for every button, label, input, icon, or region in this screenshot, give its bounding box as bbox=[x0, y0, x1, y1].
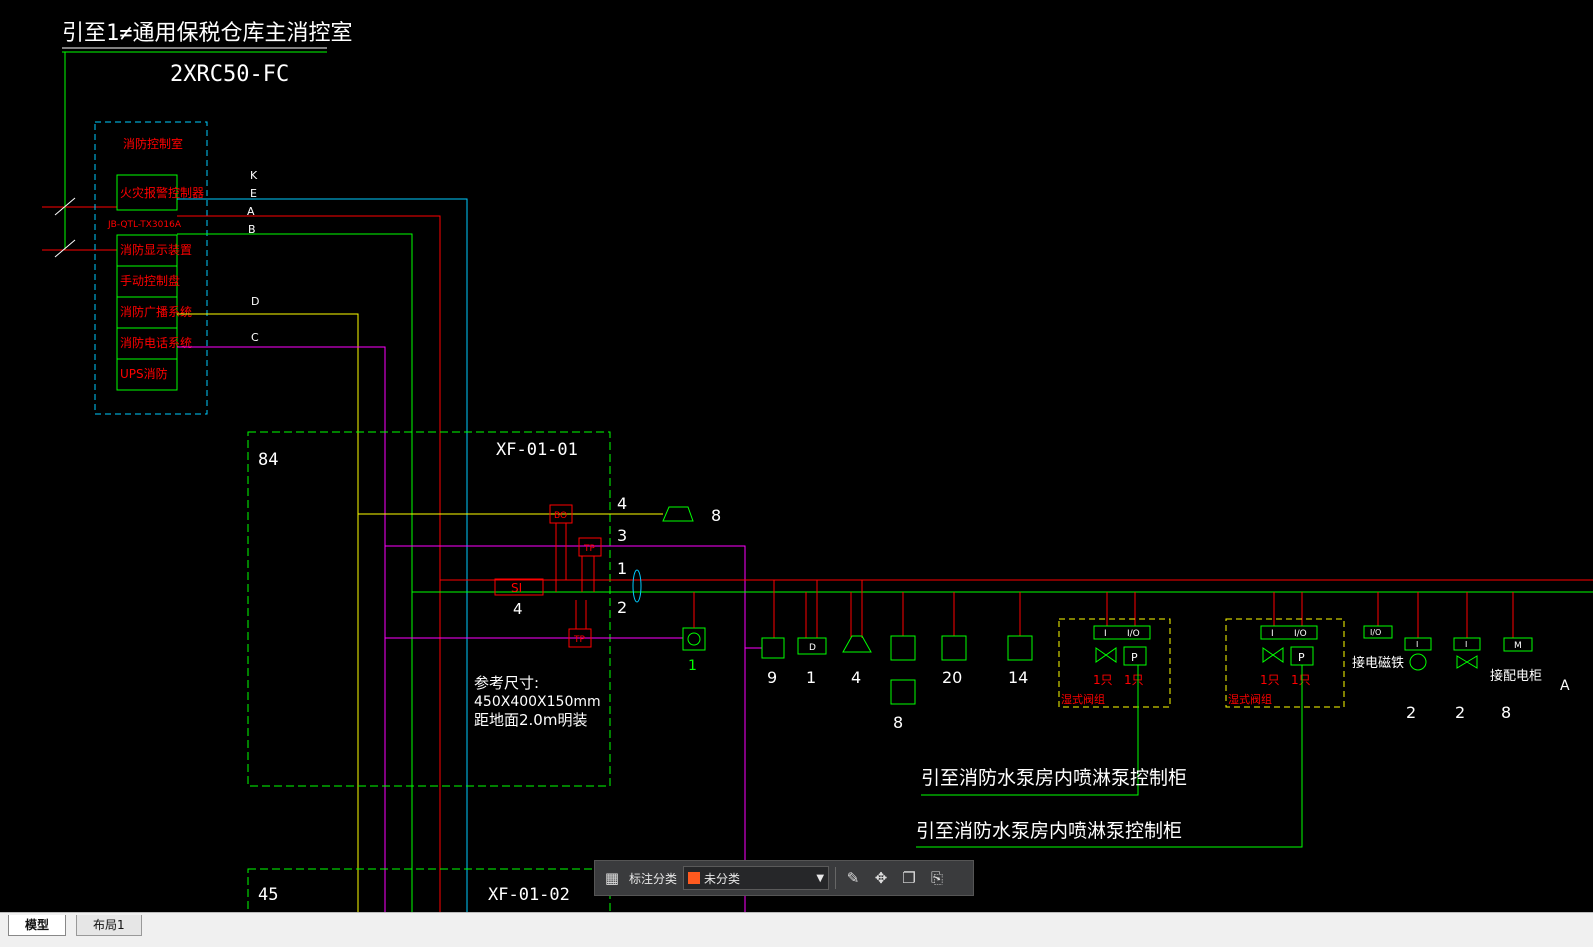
copy-icon[interactable]: ❐ bbox=[902, 869, 916, 887]
device-symbols bbox=[761, 635, 1033, 705]
svg-text:I/O: I/O bbox=[1294, 629, 1307, 639]
isolator-count: 4 bbox=[513, 600, 523, 618]
drawing-title: 引至1≠通用保税仓库主消控室 bbox=[62, 21, 353, 46]
annotation-toolbar: ▦ 标注分类 未分类 ▼ ✎ ✥ ❐ ⎘ bbox=[594, 860, 974, 896]
letter-e: E bbox=[250, 187, 257, 200]
rd2-count: 2 bbox=[1406, 703, 1416, 722]
layout-tab-bar: 模型 布局1 bbox=[0, 912, 1593, 947]
module-phone: 消防电话系统 bbox=[120, 335, 192, 350]
rd1-label: 接电磁铁 bbox=[1352, 655, 1404, 671]
valve1-label: 湿式阀组 bbox=[1061, 692, 1105, 706]
category-select[interactable]: 未分类 ▼ bbox=[683, 866, 830, 890]
chevron-down-icon: ▼ bbox=[816, 872, 825, 884]
valve2-label: 湿式阀组 bbox=[1228, 692, 1272, 706]
toolbar-separator bbox=[835, 867, 837, 889]
rd4-label: 接配电柜 bbox=[1490, 668, 1542, 684]
rd1-tag: I/O bbox=[1370, 628, 1381, 637]
valve2-count2: 1只 bbox=[1291, 673, 1311, 687]
device-count-alarm: 4 bbox=[851, 668, 861, 687]
letter-b: B bbox=[248, 223, 256, 236]
speaker-symbol bbox=[662, 506, 694, 522]
line-number-3: 3 bbox=[617, 526, 627, 545]
letter-k: K bbox=[250, 169, 258, 182]
rd3-tag: I bbox=[1465, 640, 1467, 649]
junction-box-1 bbox=[247, 431, 611, 787]
rd4-count: 8 bbox=[1501, 703, 1511, 722]
svg-text:D: D bbox=[809, 643, 816, 653]
module-manual: 手动控制盘 bbox=[120, 273, 180, 288]
valve1-count2: 1只 bbox=[1124, 673, 1144, 687]
module-broadcast: 消防广播系统 bbox=[120, 304, 192, 319]
box1-note3: 距地面2.0m明装 bbox=[474, 711, 587, 729]
box2-label: XF-01-02 bbox=[488, 885, 570, 905]
tab-layout1[interactable]: 布局1 bbox=[76, 915, 142, 936]
phone-symbol bbox=[682, 627, 706, 651]
letter-a: A bbox=[247, 205, 255, 218]
device-count-heat: 8 bbox=[893, 713, 903, 732]
rd4-tag: M bbox=[1514, 641, 1522, 651]
svg-text:P: P bbox=[1298, 651, 1305, 664]
line-letters: K E A B D C bbox=[247, 169, 259, 344]
paste-icon[interactable]: ⎘ bbox=[931, 869, 944, 887]
box1-note1: 参考尺寸: bbox=[474, 674, 539, 692]
module-display: 消防显示装置 bbox=[120, 242, 192, 257]
module-tp1: TP bbox=[583, 544, 595, 554]
device-count-manual: 20 bbox=[942, 668, 962, 687]
letter-d: D bbox=[251, 295, 259, 308]
device-counts: 9 1 4 8 20 14 bbox=[767, 668, 1028, 732]
box1-note2: 450X400X150mm bbox=[474, 694, 601, 710]
panel-model: JB-QTL-TX3016A bbox=[107, 220, 182, 230]
grid-icon[interactable]: ▦ bbox=[604, 869, 620, 887]
svg-text:I: I bbox=[1104, 629, 1107, 639]
module-si: SI bbox=[511, 581, 522, 595]
svg-text:P: P bbox=[1131, 651, 1138, 664]
category-color-swatch bbox=[688, 872, 701, 884]
control-room-frame bbox=[94, 121, 208, 415]
rd2-tag: I bbox=[1416, 640, 1418, 649]
speaker-count: 8 bbox=[711, 506, 721, 525]
junction-box-2 bbox=[247, 868, 611, 912]
tab-model[interactable]: 模型 bbox=[8, 915, 67, 936]
move-icon[interactable]: ✥ bbox=[874, 869, 888, 887]
line-numbers: 4 3 1 2 bbox=[617, 494, 627, 617]
category-value: 未分类 bbox=[704, 871, 741, 886]
edge-text: A bbox=[1560, 678, 1570, 694]
right-devices: I/O 接电磁铁 I 2 I 2 M 接配电柜 8 bbox=[1352, 625, 1542, 722]
valve1-count1: 1只 bbox=[1093, 673, 1113, 687]
module-fire-alarm: 火灾报警控制器 bbox=[120, 185, 204, 200]
rd3-count: 2 bbox=[1455, 703, 1465, 722]
pump-text-2: 引至消防水泵房内喷淋泵控制柜 bbox=[916, 820, 1182, 842]
svg-text:I/O: I/O bbox=[1127, 629, 1140, 639]
letter-c: C bbox=[251, 331, 259, 344]
edit-icon[interactable]: ✎ bbox=[846, 869, 860, 887]
valve-group-2 bbox=[1225, 618, 1345, 708]
line-number-1: 1 bbox=[617, 559, 627, 578]
control-room-label: 消防控制室 bbox=[123, 136, 183, 151]
control-modules: 火灾报警控制器 消防显示装置 手动控制盘 消防广播系统 消防电话系统 UPS消防… bbox=[107, 174, 204, 391]
device-count-smoke: 9 bbox=[767, 668, 777, 687]
box2-number: 45 bbox=[258, 885, 278, 905]
cable-spec: 2XRC50-FC bbox=[170, 62, 289, 87]
module-bo: BO bbox=[554, 511, 567, 521]
box1-label: XF-01-01 bbox=[496, 440, 578, 460]
toolbar-label: 标注分类 bbox=[629, 871, 678, 886]
module-ups: UPS消防 bbox=[120, 366, 168, 381]
valve-group-1 bbox=[1058, 618, 1171, 708]
box1-number: 84 bbox=[258, 450, 278, 470]
cad-drawing-canvas[interactable]: 引至1≠通用保税仓库主消控室 2XRC50-FC 消防控制室 火灾报警控制器 消… bbox=[0, 0, 1593, 912]
phone-count: 1 bbox=[688, 658, 697, 674]
line-number-4: 4 bbox=[617, 494, 627, 513]
device-count-d: 1 bbox=[806, 668, 816, 687]
line-number-2: 2 bbox=[617, 598, 627, 617]
device-count-hydrant: 14 bbox=[1008, 668, 1028, 687]
pump-text-1: 引至消防水泵房内喷淋泵控制柜 bbox=[921, 767, 1187, 789]
svg-text:I: I bbox=[1271, 629, 1274, 639]
valve2-count1: 1只 bbox=[1260, 673, 1280, 687]
module-tp2: TP bbox=[573, 635, 585, 645]
